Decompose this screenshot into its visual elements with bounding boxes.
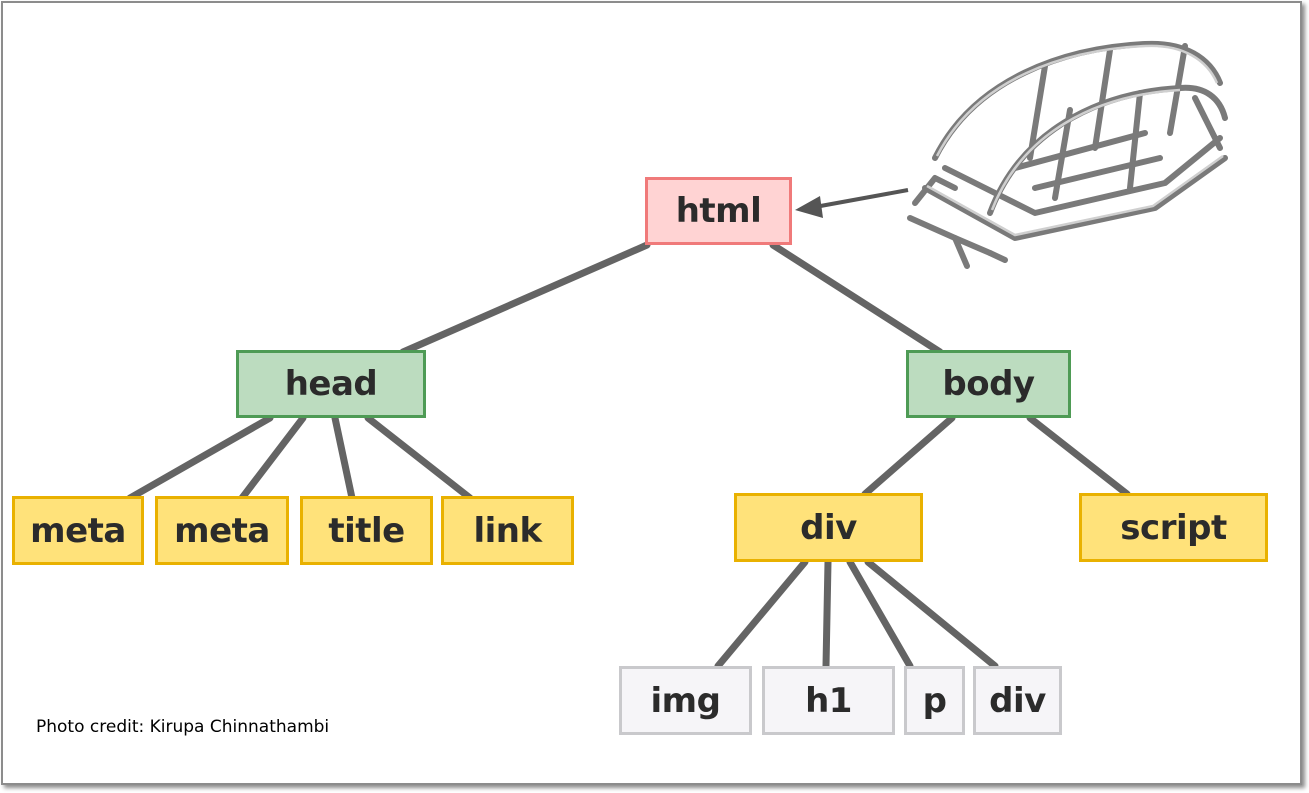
car-frame-icon (907, 40, 1228, 269)
node-h1: h1 (762, 666, 895, 735)
photo-credit: Photo credit: Kirupa Chinnathambi (36, 717, 330, 737)
edge-html-head (399, 241, 651, 356)
node-p: p (904, 666, 965, 735)
edge-div-p (846, 558, 914, 670)
pointer-arrow (795, 188, 909, 218)
node-body: body (906, 350, 1071, 418)
edge-body-script (1026, 414, 1131, 498)
node-head: head (236, 350, 426, 418)
node-html: html (645, 177, 792, 245)
edge-head-link (364, 414, 474, 502)
node-link: link (441, 496, 574, 565)
edge-head-meta-2 (238, 414, 307, 502)
node-img: img (619, 666, 752, 735)
edge-head-title (331, 414, 356, 502)
node-div-inner: div (973, 666, 1062, 735)
node-meta-1: meta (12, 496, 144, 565)
node-meta-2: meta (155, 496, 289, 565)
edge-html-body (769, 241, 944, 356)
edge-div-div (864, 558, 999, 670)
edge-body-div (861, 414, 956, 498)
node-script: script (1079, 493, 1268, 562)
edge-div-h1 (822, 558, 832, 670)
node-div: div (734, 493, 923, 562)
node-title: title (300, 496, 433, 565)
edge-div-img (714, 558, 809, 670)
edge-head-meta-1 (126, 414, 274, 502)
